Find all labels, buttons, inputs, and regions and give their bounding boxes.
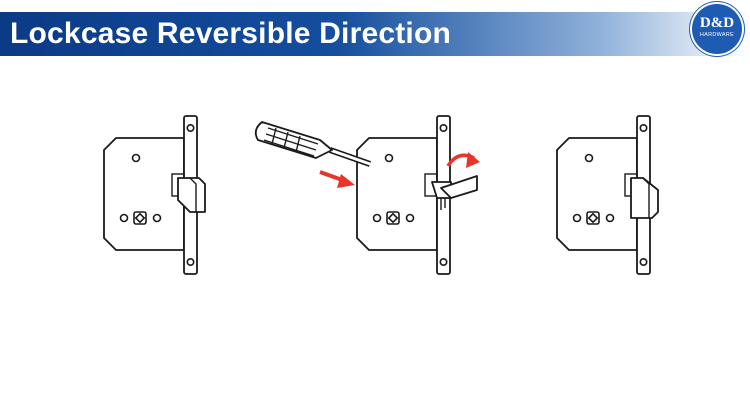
latch-bolt-icon (177, 177, 206, 213)
lockcase-step-1 (103, 115, 206, 275)
brand-logo: D&D HARDWARE (692, 4, 742, 54)
reversing-latch-icon (431, 175, 478, 210)
logo-subtext: HARDWARE (699, 32, 735, 38)
lockcase-step-3 (556, 115, 659, 275)
page-title: Lockcase Reversible Direction (10, 17, 452, 50)
latch-bolt-reversed-icon (630, 177, 659, 219)
screwdriver-icon (254, 121, 371, 167)
lockcase-step-2 (356, 115, 478, 275)
logo-text: D&D (699, 15, 735, 31)
title-banner: Lockcase Reversible Direction (0, 12, 750, 56)
insert-arrow-icon (319, 170, 355, 188)
rotate-arrow-icon (446, 152, 480, 168)
